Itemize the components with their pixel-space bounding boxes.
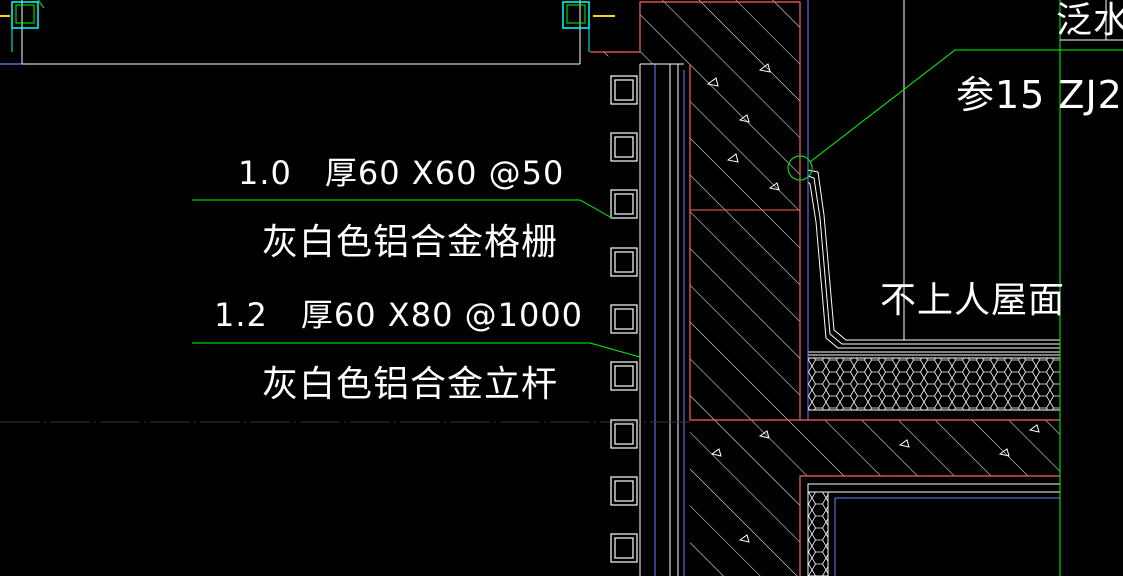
ceiling-insulation	[807, 483, 1061, 576]
post-spec-label: 1.2 厚60 X80 @1000	[214, 296, 583, 334]
grille-material-label: 灰白色铝合金格栅	[262, 222, 558, 263]
roof-slab	[690, 419, 1060, 576]
top-window-frame	[0, 0, 615, 65]
grille-spec-label: 1.0 厚60 X60 @50	[238, 154, 564, 192]
roof-type-label: 不上人屋面	[880, 280, 1065, 321]
flashing-label: 泛水	[1056, 0, 1123, 41]
post-material-label: 灰白色铝合金立杆	[262, 364, 558, 405]
reference-label: 参15 ZJ20	[956, 73, 1123, 117]
brick-wall	[689, 209, 801, 421]
roof-insulation	[807, 351, 1061, 411]
flashing-membrane	[787, 155, 1060, 349]
aluminum-grille-column	[610, 75, 638, 563]
leader-lines	[192, 49, 1123, 358]
